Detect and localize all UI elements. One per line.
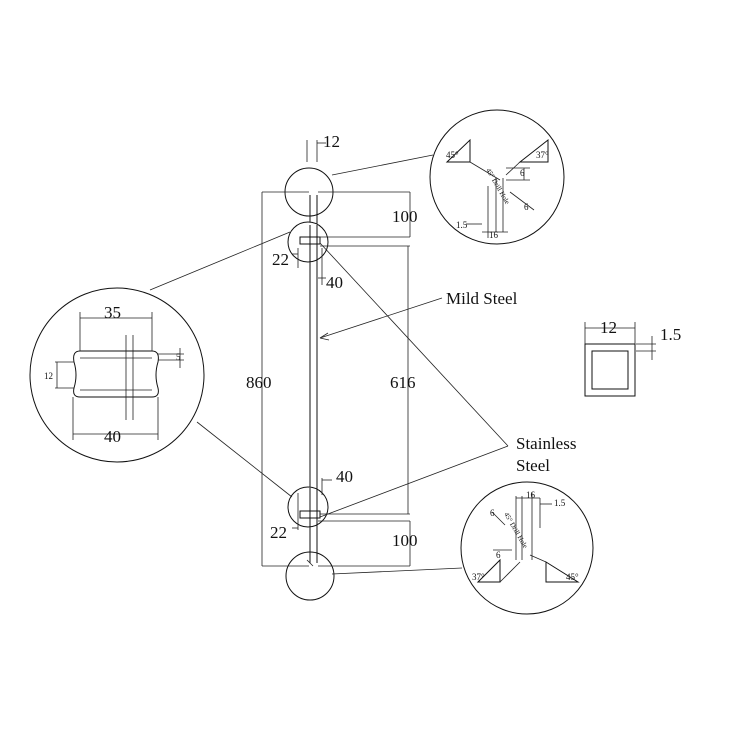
stainless-label-line2: Steel bbox=[516, 456, 550, 475]
bush-detail bbox=[29, 287, 205, 463]
bottom-detail-angle-right: 45° bbox=[566, 572, 579, 582]
bottom-detail-angle-left: 37° bbox=[472, 572, 485, 582]
section-width-dim: 12 bbox=[600, 318, 617, 337]
bottom-offset-dim: 100 bbox=[392, 531, 418, 550]
bottom-bush-dim-b: 40 bbox=[336, 467, 353, 486]
bottom-detail-dim-b: 6 bbox=[496, 550, 501, 560]
bush-top-width-dim: 35 bbox=[104, 303, 121, 322]
main-rod-assembly bbox=[284, 167, 335, 601]
top-width-dim: 12 bbox=[323, 132, 340, 151]
top-detail-angle-right: 37° bbox=[536, 150, 549, 160]
bottom-joint-detail bbox=[460, 481, 594, 615]
dimension-lines bbox=[261, 140, 411, 567]
bottom-detail-dim-d: 16 bbox=[526, 490, 536, 500]
bush-groove-dim: 5 bbox=[176, 352, 181, 362]
inner-length-dim: 616 bbox=[390, 373, 416, 392]
bush-bottom-width-dim: 40 bbox=[104, 427, 121, 446]
section-detail bbox=[584, 322, 656, 397]
top-detail-dim-b: 6 bbox=[524, 202, 529, 212]
section-wall-dim: 1.5 bbox=[660, 325, 681, 344]
overall-length-dim: 860 bbox=[246, 373, 272, 392]
top-offset-dim: 100 bbox=[392, 207, 418, 226]
top-joint-detail bbox=[429, 109, 565, 245]
mild-steel-label: Mild Steel bbox=[446, 289, 518, 308]
bottom-detail-dim-c: 1.5 bbox=[554, 498, 566, 508]
top-detail-dim-a: 6 bbox=[520, 168, 525, 178]
top-bush-dim-a: 22 bbox=[272, 250, 289, 269]
bush-height-dim: 12 bbox=[44, 371, 53, 381]
callout-leaders bbox=[149, 154, 509, 575]
bottom-detail-dim-a: 6 bbox=[490, 508, 495, 518]
bottom-bush-dim-a: 22 bbox=[270, 523, 287, 542]
stainless-label-line1: Stainless bbox=[516, 434, 576, 453]
top-detail-dim-c: 1.5 bbox=[456, 220, 468, 230]
top-detail-dim-d: 16 bbox=[489, 230, 499, 240]
top-bush-dim-b: 40 bbox=[326, 273, 343, 292]
top-detail-angle-left: 45° bbox=[446, 150, 459, 160]
